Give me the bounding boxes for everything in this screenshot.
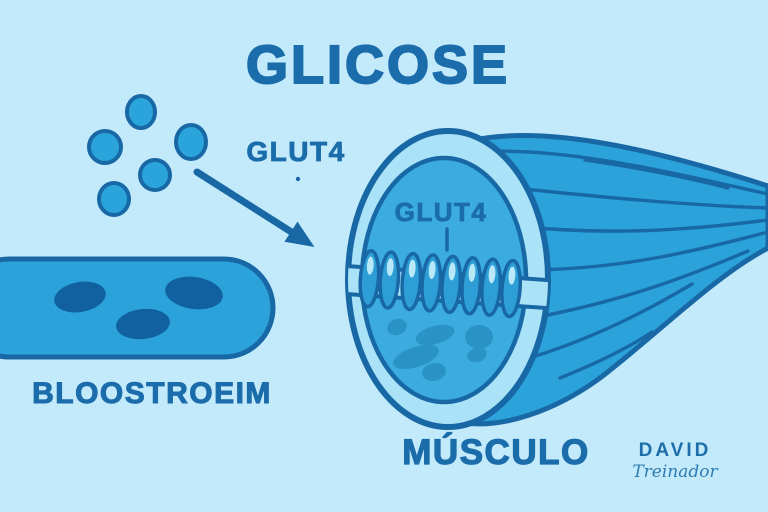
blood-vessel [0,256,276,360]
glut4-transporter-icon [400,251,443,313]
glucose-molecule-icon [87,129,123,165]
glut4-transport-label: GLUT4 [246,136,345,167]
bloodstream-label: BLOOSTROEIM [32,377,272,410]
cell-membrane-band-wrap [348,248,548,319]
signature: DAVID Treinador [632,440,718,482]
blood-cell-icon [116,308,170,340]
cell-membrane-band [348,248,548,319]
glucose-molecule-icon [97,181,131,217]
glucose-molecule-icon [125,94,157,130]
intracellular-glucose-blobs [387,318,493,382]
glut4-transporter-icon [440,254,483,316]
glucose-molecule-icon [174,123,208,161]
glut4-transporter-icon [480,257,522,319]
glut4-label-dot [295,176,301,182]
glut4-transporter-icon [358,248,401,310]
blood-cell-icon [54,281,106,313]
muscle-fiber-lines [468,149,768,380]
blood-cells [54,276,223,340]
muscle-cell-cross-section: GLUT4 [345,128,551,430]
transport-arrow-icon [193,168,315,247]
signature-subtitle: Treinador [632,462,718,482]
blood-cell-icon [165,276,223,310]
glut4-membrane-label: GLUT4 [395,197,488,227]
glucose-molecule-icon [138,158,172,192]
page-title: GLICOSE [246,35,510,95]
blood-vessel-tube [0,256,276,360]
signature-name: DAVID [639,440,712,461]
glucose-molecules [87,94,208,217]
muscle-label: MÚSCULO [402,432,589,472]
glut4-transporters [358,248,522,319]
